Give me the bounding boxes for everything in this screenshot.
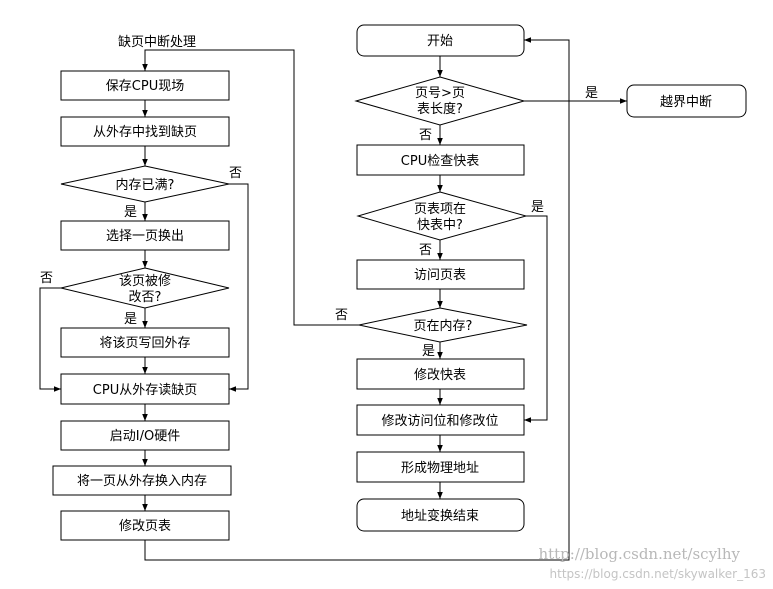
update-bits-box [356,404,525,436]
page-length-question-line2: 表长度? [417,101,463,117]
start-io-box [60,420,230,451]
edge-in-tlb-yes [524,215,548,423]
end-label: 地址变换结束 [401,508,479,524]
edge-update-table-to-start [144,37,570,561]
swap-in-label: 将一页从外存换入内存 [77,473,207,489]
no-full-label: 否 [229,166,242,181]
select-page-label: 选择一页换出 [106,229,184,244]
memory-full-question: 内存已满? [116,177,175,193]
update-bits-label: 修改访问位和修改位 [381,414,498,429]
yes-full-label: 是 [124,205,137,220]
overflow-interrupt-label: 越界中断 [660,95,712,110]
update-tlb-box [356,358,525,390]
watermark-line2: https://blog.csdn.net/skywalker_163 [550,567,766,581]
in-memory-question: 页在内存? [414,318,473,334]
no-modified-label: 否 [40,271,53,286]
in-tlb-question-line2: 快表中? [417,218,463,233]
check-tlb-label: CPU检查快表 [401,154,479,169]
edge-full-no [229,183,249,392]
read-page-box [60,373,230,405]
save-context-label: 保存CPU现场 [106,79,184,94]
modified-question-line2: 改否? [129,290,162,305]
edge-modified-no [39,287,61,392]
page-length-decision [354,76,526,126]
entry-label: 缺页中断处理 [118,35,196,50]
watermark-line1: http://blog.csdn.net/scylhy [538,545,740,563]
write-back-box [60,327,230,358]
write-back-label: 将该页写回外存 [99,336,190,351]
overflow-interrupt-box [626,84,747,118]
form-address-box [356,451,525,483]
yes-modified-label: 是 [124,312,137,327]
in-tlb-question-line1: 页表项在 [414,202,466,217]
modified-question-line1: 该页被修 [119,274,171,289]
end-box [356,498,525,532]
update-tlb-label: 修改快表 [414,368,466,383]
no-in-memory-label: 否 [335,308,348,323]
form-address-label: 形成物理地址 [401,461,479,476]
update-table-label: 修改页表 [119,519,171,534]
no-in-tlb-label: 否 [419,243,432,258]
start-label: 开始 [427,34,453,49]
access-page-table-label: 访问页表 [414,268,466,283]
swap-in-box [52,465,232,496]
no-overflow-label: 否 [419,128,432,143]
page-length-question-line1: 页号>页 [415,86,465,101]
select-page-box [60,220,230,251]
find-page-label: 从外存中找到缺页 [93,125,197,140]
read-page-label: CPU从外存读缺页 [93,383,197,398]
edge-not-in-memory-to-handler [142,49,359,326]
update-table-box [60,510,230,541]
start-io-label: 启动I/O硬件 [110,429,180,444]
yes-in-memory-label: 是 [422,344,435,359]
find-page-box [60,116,230,147]
yes-in-tlb-label: 是 [531,200,544,215]
yes-overflow-label: 是 [585,86,598,101]
